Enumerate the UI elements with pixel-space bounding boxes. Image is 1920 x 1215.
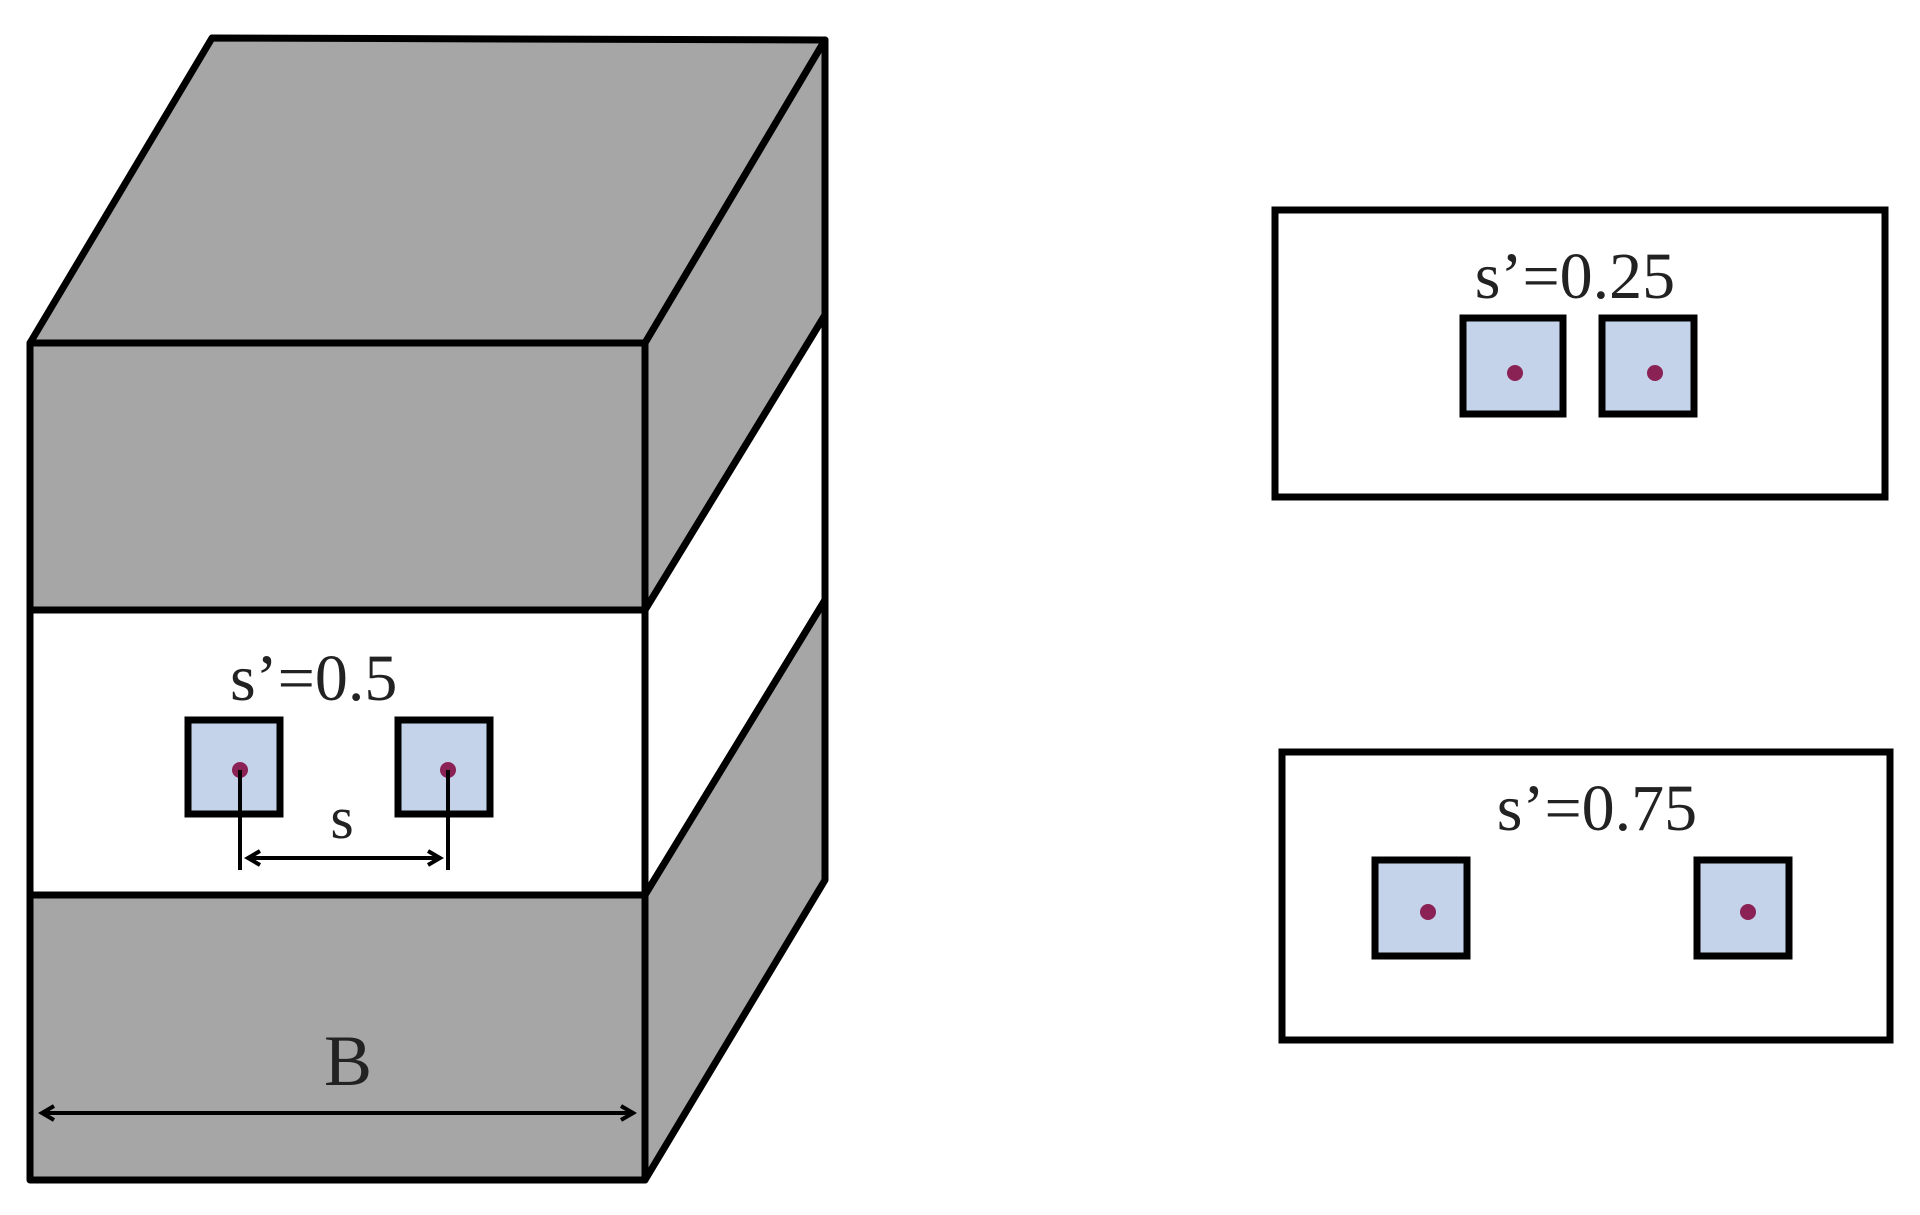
arrowhead [426, 849, 444, 867]
panel-spacing-ratio-label: s’=0.25 [1475, 240, 1675, 313]
block-front-middle-layer [26, 606, 649, 899]
layered-block [26, 34, 829, 1184]
panel-spacing-0-75: s’=0.75 [1278, 748, 1894, 1044]
spacing-label: s [330, 785, 353, 851]
arrowhead [244, 849, 262, 867]
block-front-lower-layer [26, 891, 649, 1184]
spacing-ratio-label: s’=0.5 [230, 642, 397, 715]
width-dimension [38, 1104, 637, 1122]
spacing-dimension [238, 770, 450, 870]
footing-center-dot [1647, 365, 1663, 381]
footing-center-dot [1420, 904, 1436, 920]
footing-center-dot [1740, 904, 1756, 920]
block-front-upper-layer [26, 339, 649, 614]
footing-square [1598, 314, 1698, 418]
panel-spacing-ratio-label: s’=0.75 [1497, 772, 1697, 845]
footing-square [1371, 856, 1471, 960]
arrowhead [619, 1104, 637, 1122]
panel-frame [1271, 206, 1889, 501]
footing [394, 716, 494, 818]
panel-spacing-0-25: s’=0.25 [1271, 206, 1889, 501]
width-label: B [324, 1021, 372, 1101]
footing-center-dot [1507, 365, 1523, 381]
arrowhead [38, 1104, 56, 1122]
footing [184, 716, 284, 818]
